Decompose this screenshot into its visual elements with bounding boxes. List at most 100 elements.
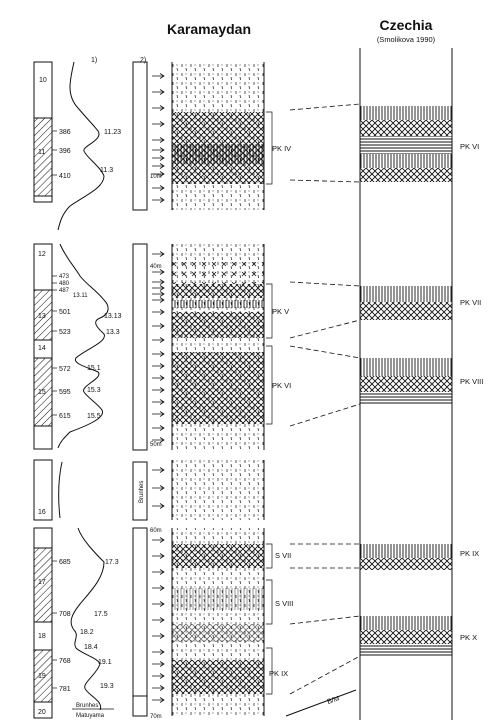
age-label: 768 [59, 658, 71, 665]
sample-arrow [152, 309, 165, 315]
depth-label: 60m [150, 528, 162, 534]
sample-arrow [152, 601, 165, 607]
karamaydan-column [171, 62, 265, 716]
czechia-title: Czechia [380, 17, 433, 33]
czechia-source: (Smolikova 1990) [377, 35, 436, 44]
bm-boundary-line [285, 689, 357, 717]
sample-arrow [152, 553, 165, 559]
age-label: 396 [59, 148, 71, 155]
curve-value-label: 13.13 [104, 313, 122, 320]
age-label: 480 [59, 281, 70, 287]
age-label: 473 [59, 274, 70, 280]
sample-arrow [152, 387, 165, 393]
sample-arrow [152, 363, 165, 369]
depth-label: 40m [150, 264, 162, 270]
sample-arrow [152, 537, 165, 543]
age-label: 386 [59, 129, 71, 136]
sample-arrow [152, 285, 165, 291]
sample-arrow [152, 351, 165, 357]
age-ticks [52, 130, 57, 689]
sample-arrow [152, 323, 165, 329]
sample-arrow [152, 121, 165, 127]
stage-label: 10 [39, 77, 47, 84]
sample-arrow [152, 147, 165, 153]
sample-arrow [152, 291, 165, 297]
karamaydan-unit-label: S VIII [275, 599, 293, 608]
curve-value-label: 13.11 [73, 293, 88, 299]
stage-label: 12 [38, 251, 46, 258]
stage-label: 19 [38, 673, 46, 680]
stage-label: 11 [38, 149, 45, 156]
isotope-curve-lower [70, 527, 105, 711]
sample-arrow [152, 297, 165, 303]
sample-arrow [152, 279, 165, 285]
bm-label: B/M [326, 695, 340, 706]
sample-arrow [152, 185, 165, 191]
sample-arrow [152, 661, 165, 667]
curve-value-label: 15.3 [87, 387, 101, 394]
curve-value-label: 15.5 [87, 413, 101, 420]
brunhes-box-label: Brunhes [139, 481, 145, 503]
stage-label: 18 [38, 633, 46, 640]
czechia-unit-label: PK X [460, 633, 477, 642]
sample-arrow [152, 171, 165, 177]
sample-arrow [152, 617, 165, 623]
sample-arrow [152, 73, 165, 79]
karamaydan-title: Karamaydan [167, 21, 251, 37]
curve-value-label: 11.23 [104, 129, 121, 136]
sample-arrow [152, 467, 165, 473]
isotope-curve-upper [57, 61, 105, 231]
stage-column [33, 61, 53, 719]
stage-label: 15 [38, 389, 46, 396]
curve-value-label: 13.3 [106, 329, 120, 336]
sample-arrow [152, 649, 165, 655]
age-label: 501 [59, 309, 71, 316]
isotope-curve-middle [57, 243, 109, 449]
karamaydan-unit-label: S VII [275, 551, 291, 560]
czechia-unit-label: PK VI [460, 142, 479, 151]
stage-label: 16 [38, 509, 46, 516]
sample-arrow [152, 137, 165, 143]
curve-value-label: 18.2 [80, 629, 94, 636]
age-label: 595 [59, 389, 71, 396]
karamaydan-unit-label: PK V [272, 307, 289, 316]
sample-arrow [152, 251, 165, 257]
sample-arrow [152, 155, 165, 161]
sample-arrow [152, 503, 165, 509]
sample-arrow [152, 105, 165, 111]
karamaydan-unit-label: PK IV [272, 144, 291, 153]
age-label: 708 [59, 611, 71, 618]
curve-value-label: 11.3 [100, 167, 113, 174]
sample-arrow [152, 569, 165, 575]
paleomag-column [132, 61, 148, 717]
sample-arrow [152, 163, 165, 169]
sample-arrow [152, 375, 165, 381]
sample-arrow [152, 633, 165, 639]
sample-arrow [152, 585, 165, 591]
curve-value-label: 17.5 [94, 611, 108, 618]
karamaydan-brackets [266, 111, 273, 695]
karamaydan-unit-label: PK VI [272, 381, 291, 390]
stage-label: 13 [38, 313, 46, 320]
czechia-unit-label: PK IX [460, 549, 479, 558]
age-label: 685 [59, 559, 71, 566]
sample-arrow [152, 411, 165, 417]
sample-arrow [152, 399, 165, 405]
age-label: 523 [59, 329, 71, 336]
sample-arrow [152, 673, 165, 679]
depth-label: 50m [150, 442, 162, 448]
age-label: 410 [59, 173, 71, 180]
sample-arrow [152, 269, 165, 275]
curve-value-label: 15.1 [87, 365, 101, 372]
depth-label: 70m [150, 714, 162, 720]
czechia-unit-label: PK VII [460, 298, 481, 307]
sample-arrow [152, 485, 165, 491]
sample-arrow [152, 337, 165, 343]
sample-arrow [152, 685, 165, 691]
correlation-lines [289, 103, 361, 695]
age-label: 572 [59, 366, 71, 373]
brunhes-label: Brunhes [76, 703, 98, 709]
curve-value-label: 17.3 [105, 559, 119, 566]
matuyama-label: Matuyama [76, 713, 105, 719]
curve-value-label: 19.1 [98, 659, 112, 666]
